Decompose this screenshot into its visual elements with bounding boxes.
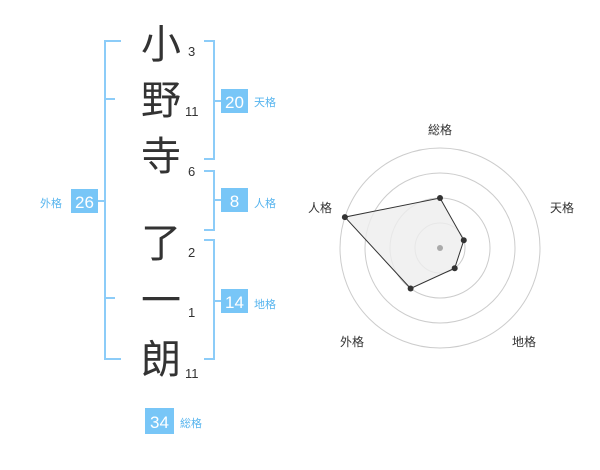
soukaku-badge: 34 総格 — [145, 408, 202, 434]
radar-grid-ring — [339, 147, 541, 349]
fortune-radar-chart: 総格 天格 地格 外格 人格 — [308, 122, 574, 349]
radar-point-5 — [341, 214, 348, 221]
stroke-count-3: 6 — [188, 164, 195, 179]
radar-axis-labels: 総格 天格 地格 外格 人格 — [308, 122, 574, 349]
radar-area — [343, 197, 465, 290]
chikaku-value: 14 — [225, 293, 244, 312]
radar-grid-ring — [364, 172, 516, 324]
gaikaku-label: 外格 — [40, 196, 62, 210]
tenkaku-value: 20 — [225, 93, 244, 112]
radar-label-tenkaku: 天格 — [550, 200, 574, 215]
radar-label-soukaku: 総格 — [428, 122, 452, 137]
jinkaku-bracket — [204, 170, 221, 231]
stroke-count-1: 3 — [188, 44, 195, 59]
radar-label-chikaku: 地格 — [512, 334, 536, 349]
stroke-count-6: 11 — [185, 366, 199, 381]
name-char-2: 野 — [141, 78, 181, 124]
name-char-1: 小 — [141, 22, 181, 68]
jinkaku-badge: 8 人格 — [221, 188, 276, 212]
name-char-4: 了 — [141, 221, 181, 267]
jinkaku-value: 8 — [230, 192, 239, 211]
chikaku-label: 地格 — [254, 297, 276, 311]
radar-points — [341, 195, 467, 292]
gaikaku-badge: 外格 26 — [40, 189, 98, 213]
jinkaku-label: 人格 — [254, 196, 276, 210]
radar-center-dot — [437, 245, 443, 251]
gaikaku-bracket — [97, 40, 121, 360]
gaikaku-value: 26 — [75, 193, 94, 212]
chikaku-bracket — [204, 239, 221, 360]
stroke-count-4: 2 — [188, 245, 195, 260]
stroke-count-5: 1 — [188, 305, 195, 320]
tenkaku-badge: 20 天格 — [221, 89, 276, 113]
chikaku-badge: 14 地格 — [221, 289, 276, 313]
tenkaku-label: 天格 — [254, 95, 276, 109]
stroke-count-2: 11 — [185, 104, 199, 119]
soukaku-label: 総格 — [180, 416, 202, 430]
radar-point-4 — [407, 285, 414, 292]
radar-label-jinkaku: 人格 — [308, 200, 332, 215]
radar-point-1 — [437, 195, 443, 201]
radar-point-3 — [451, 265, 458, 272]
soukaku-value: 34 — [150, 413, 169, 432]
radar-point-2 — [460, 237, 467, 244]
name-char-6: 朗 — [141, 337, 181, 383]
tenkaku-bracket — [204, 40, 221, 160]
radar-label-gaikaku: 外格 — [340, 334, 364, 349]
name-char-3: 寺 — [141, 134, 181, 180]
name-char-5: 一 — [141, 278, 181, 324]
